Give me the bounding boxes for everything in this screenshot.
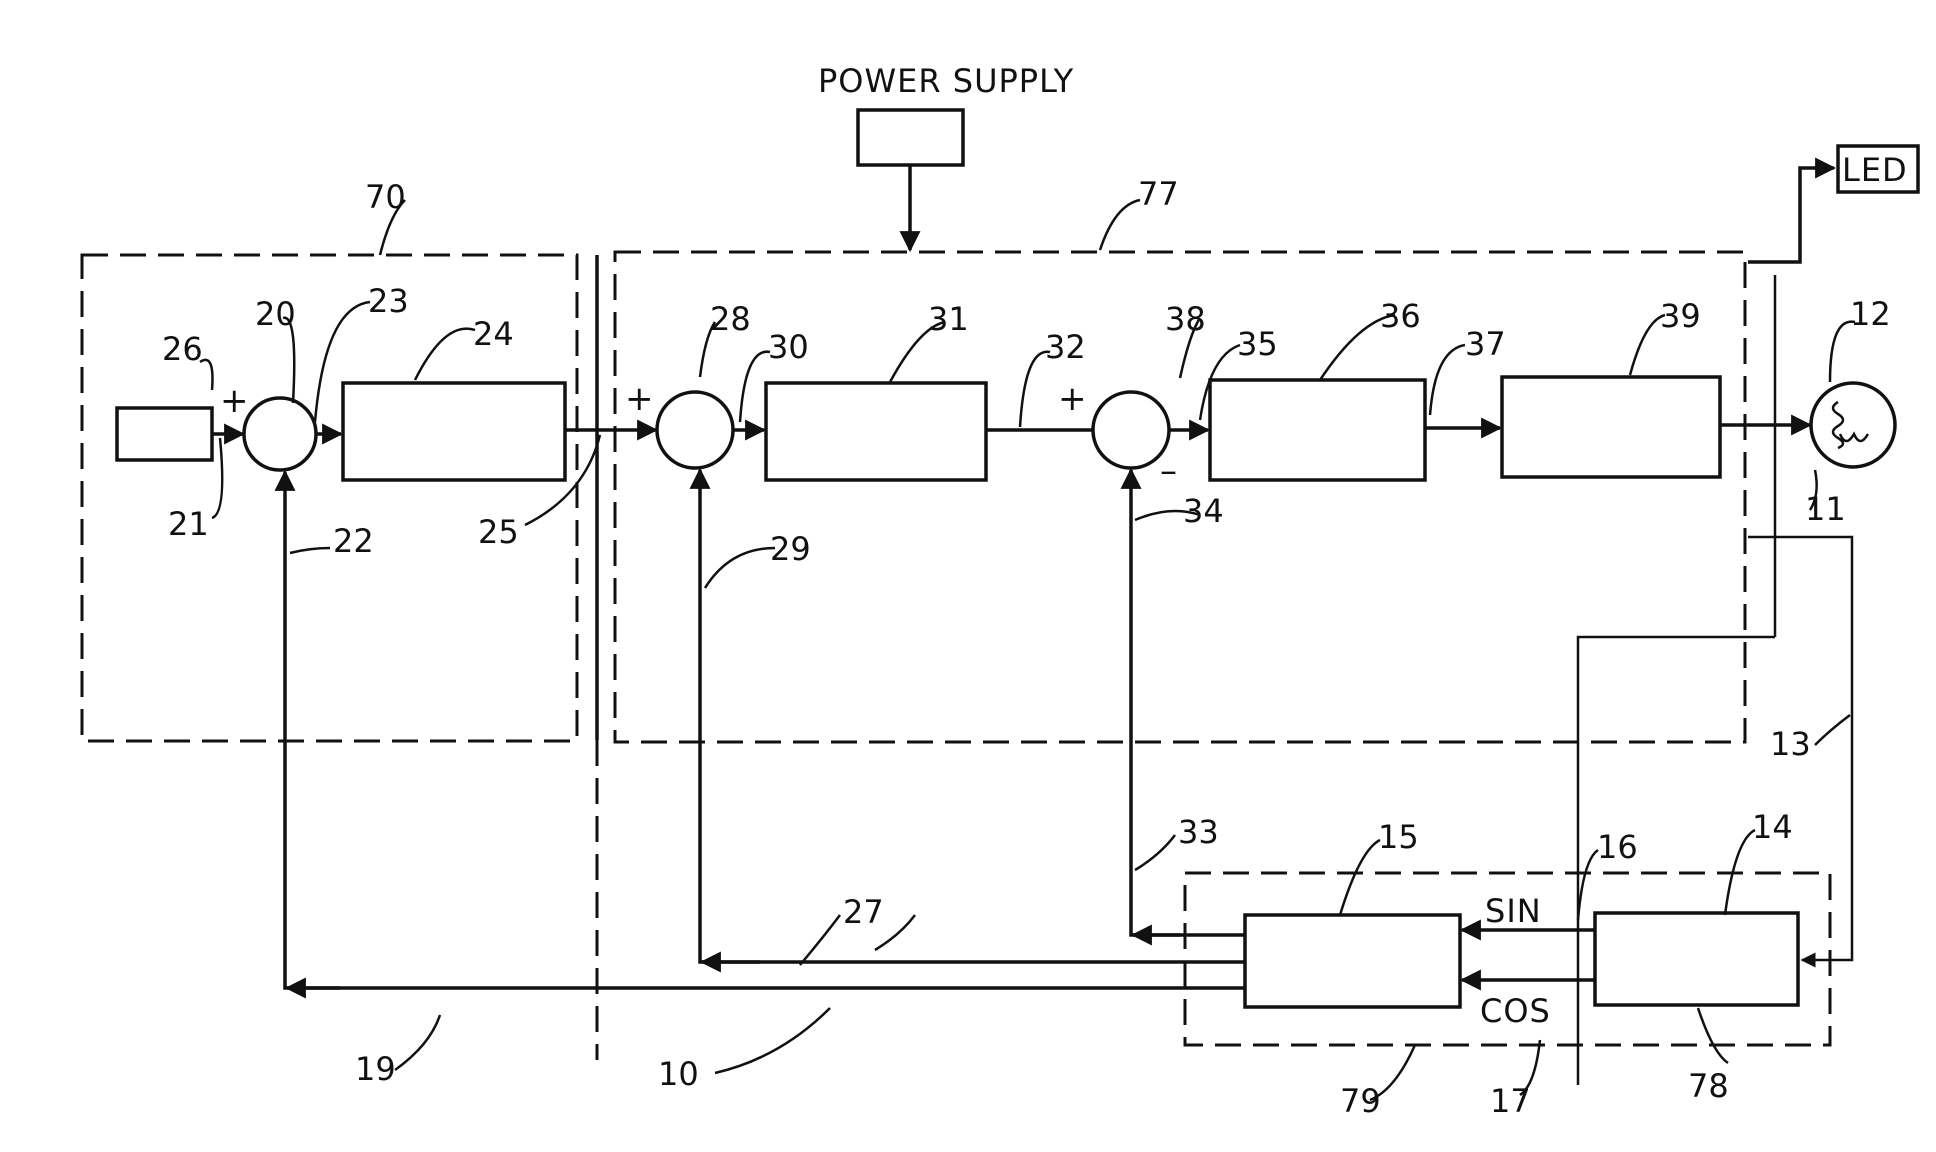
ref-29: 29: [770, 530, 811, 568]
ref-31: 31: [928, 300, 969, 338]
ref-79: 79: [1340, 1082, 1381, 1120]
ref-23: 23: [368, 282, 409, 320]
ref-14: 14: [1752, 808, 1793, 846]
ref-26: 26: [162, 330, 203, 368]
ref-70: 70: [365, 178, 406, 216]
block-39: [1502, 377, 1720, 477]
ref-27: 27: [843, 893, 884, 931]
sign-plus-32: +: [1058, 379, 1087, 419]
ref-13: 13: [1770, 725, 1811, 763]
ref-39: 39: [1660, 297, 1701, 335]
block-31: [766, 383, 986, 480]
ref-24: 24: [473, 315, 514, 353]
power-supply-label: POWER SUPPLY: [818, 62, 1074, 100]
power-supply-box: [858, 110, 963, 165]
ref-19: 19: [355, 1050, 396, 1088]
sign-plus-25: +: [625, 379, 654, 419]
ref-10: 10: [658, 1055, 699, 1093]
ref-22: 22: [333, 522, 374, 560]
block-15: [1245, 915, 1460, 1007]
ref-37: 37: [1465, 325, 1506, 363]
summing-junction-38: [1093, 392, 1169, 468]
ref-30: 30: [768, 328, 809, 366]
ref-36: 36: [1380, 297, 1421, 335]
ref-21: 21: [168, 505, 209, 543]
block-14: [1595, 913, 1798, 1005]
ref-77: 77: [1138, 175, 1179, 213]
ref-35: 35: [1237, 325, 1278, 363]
ref-28: 28: [710, 300, 751, 338]
feedback-33-34: [1131, 470, 1245, 935]
ref-78: 78: [1688, 1067, 1729, 1105]
ref-11: 11: [1805, 490, 1846, 528]
ref-15: 15: [1378, 818, 1419, 856]
block-36: [1210, 380, 1425, 480]
ref-38: 38: [1165, 300, 1206, 338]
led-link: [1748, 168, 1834, 262]
ref-12: 12: [1850, 295, 1891, 333]
ref-34: 34: [1183, 492, 1224, 530]
cos-label: COS: [1480, 992, 1551, 1030]
motor-12: [1811, 383, 1895, 467]
ref-32: 32: [1045, 328, 1086, 366]
ref-25: 25: [478, 513, 519, 551]
ref-17: 17: [1490, 1082, 1531, 1120]
sign-minus-34: –: [1160, 451, 1177, 491]
summing-junction-20: [244, 398, 316, 470]
led-label: LED: [1842, 151, 1908, 189]
ref-33: 33: [1178, 813, 1219, 851]
ref-16: 16: [1597, 828, 1638, 866]
ref-20: 20: [255, 295, 296, 333]
sign-plus-21: +: [220, 381, 249, 421]
summing-junction-28: [657, 392, 733, 468]
block-24: [343, 383, 565, 480]
sin-label: SIN: [1485, 892, 1542, 930]
block-26: [117, 408, 212, 460]
